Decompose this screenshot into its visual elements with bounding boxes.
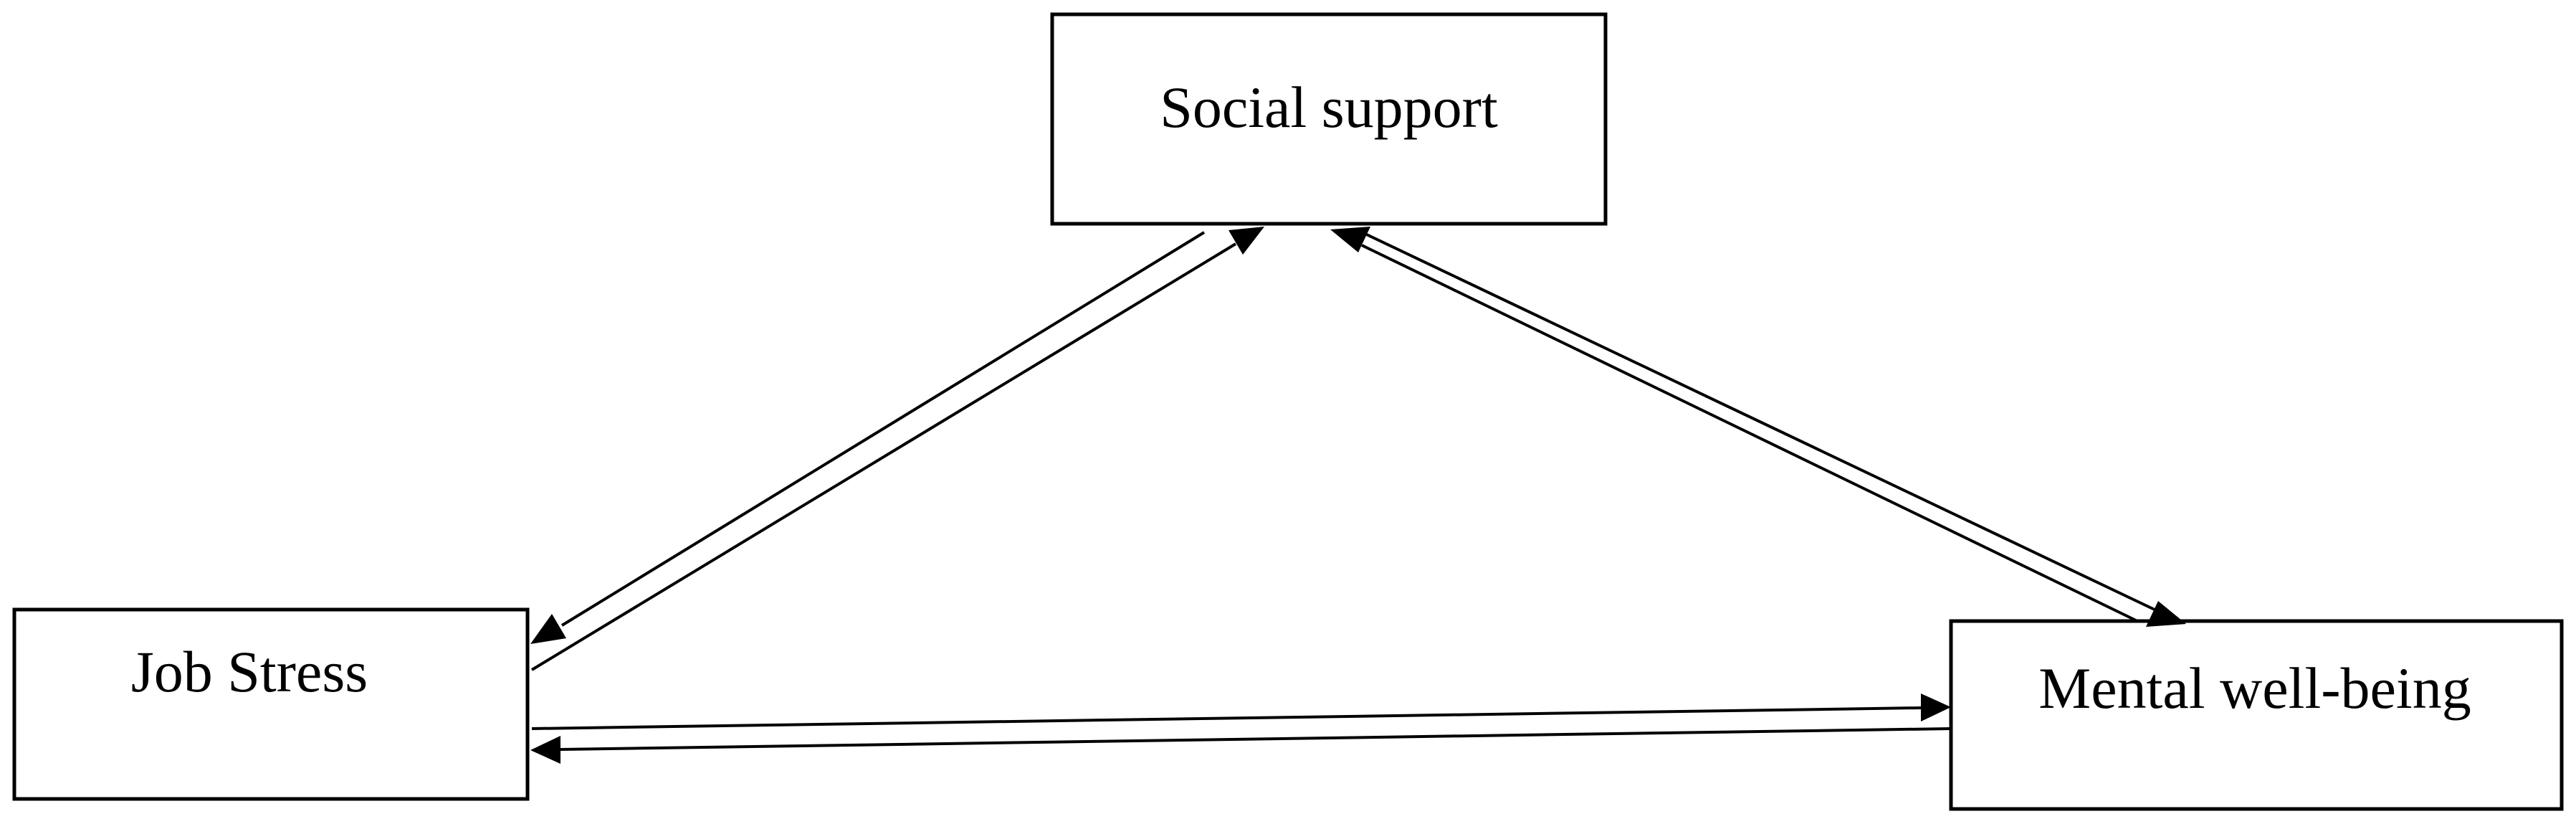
- edge-line: [1355, 228, 2155, 611]
- arrow-head-icon: [530, 736, 560, 764]
- edge-job-stress-to-social-support: [530, 227, 1264, 671]
- node-mental-well-being-box: [1949, 619, 2564, 811]
- arrow-head-icon: [2146, 601, 2186, 627]
- node-social-support-label: Social support: [1160, 75, 1498, 140]
- node-job-stress-box: [12, 607, 530, 801]
- edge-job-stress-to-mental-well-being: [531, 693, 1951, 730]
- node-mental-well-being: Mental well-being: [1949, 619, 2564, 811]
- node-job-stress: Job Stress: [12, 607, 530, 801]
- edge-line: [531, 706, 1922, 730]
- edge-line: [560, 727, 1952, 751]
- edge-mental-well-being-to-social-support: [1330, 227, 2138, 622]
- arrow-head-icon: [1330, 227, 1370, 252]
- edge-line: [1361, 244, 2138, 622]
- edge-social-support-to-job-stress: [530, 231, 1206, 644]
- arrow-head-icon: [530, 614, 566, 644]
- node-social-support: Social support: [1050, 12, 1608, 226]
- arrow-head-icon: [1229, 227, 1264, 255]
- edge-mental-well-being-to-job-stress: [530, 727, 1952, 764]
- arrow-head-icon: [1921, 693, 1951, 721]
- node-mental-well-being-label: Mental well-being: [2038, 655, 2471, 721]
- edge-line: [530, 242, 1237, 671]
- node-social-support-box: [1050, 12, 1608, 226]
- edge-social-support-to-mental-well-being: [1355, 228, 2186, 627]
- edge-line: [560, 231, 1206, 627]
- node-job-stress-label: Job Stress: [131, 639, 368, 704]
